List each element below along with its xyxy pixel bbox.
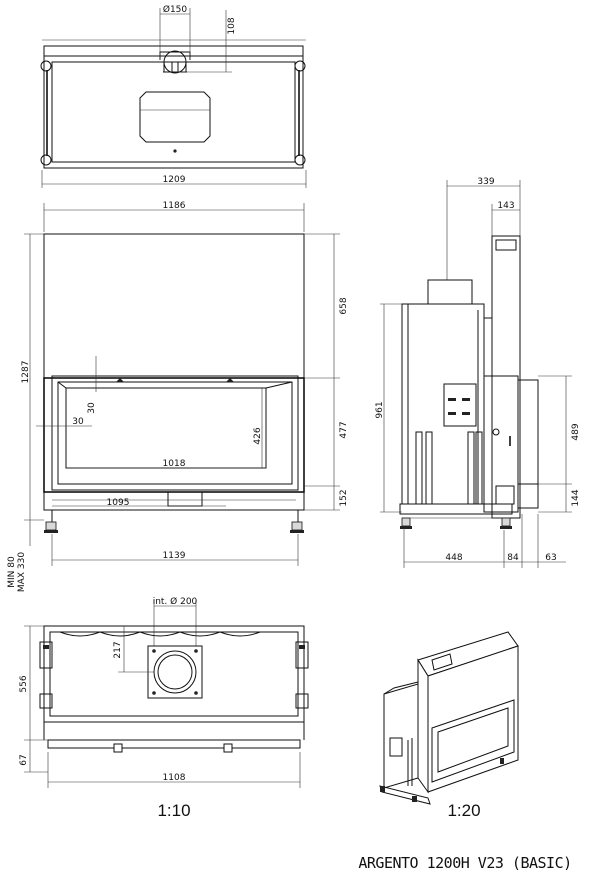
dim-top-width: 1209: [163, 175, 186, 185]
dim-opening-height: 477: [339, 421, 349, 438]
dim-flue-offset: 108: [227, 17, 237, 34]
dim-base-width: 1095: [107, 498, 130, 508]
dim-frame-thickness-side: 30: [72, 417, 84, 427]
front-view: [24, 203, 340, 566]
dim-side-opening-height: 489: [571, 423, 581, 440]
plan-view: [24, 600, 309, 788]
top-view: [40, 8, 307, 188]
dim-side-depth-3: 63: [545, 553, 556, 563]
isometric-view: [379, 631, 519, 805]
dim-feet-min: MIN 80: [7, 556, 17, 588]
dim-side-depth-2: 84: [507, 553, 519, 563]
dim-plan-offset: 217: [113, 641, 123, 658]
dim-frame-thickness: 30: [87, 402, 97, 414]
dim-plan-flue: int. Ø 200: [153, 596, 198, 607]
scale-right: 1:20: [447, 801, 480, 820]
dim-side-height: 961: [375, 401, 385, 418]
dim-feet-max: MAX 330: [17, 552, 27, 592]
dim-side-flue-depth: 143: [497, 201, 514, 211]
dim-plan-depth: 556: [19, 675, 29, 692]
dim-flue-diameter: Ø150: [163, 4, 188, 15]
dim-base-height: 152: [339, 489, 349, 506]
dim-glass-height: 426: [253, 427, 263, 444]
dim-total-height: 1287: [21, 361, 31, 384]
scale-left: 1:10: [157, 801, 190, 820]
dim-side-base-height: 144: [571, 489, 581, 506]
dim-plan-width: 1108: [163, 773, 186, 783]
side-view: [380, 180, 572, 568]
dim-front-width: 1186: [163, 201, 186, 211]
dim-plan-front: 67: [19, 754, 29, 765]
dim-foot-width: 1139: [163, 551, 186, 561]
dim-side-depth: 448: [445, 553, 462, 563]
drawing-title: ARGENTO 1200H V23 (BASIC): [358, 854, 571, 872]
dim-side-top-depth: 339: [477, 177, 494, 187]
dim-upper-height: 658: [339, 297, 349, 314]
dim-glass-width: 1018: [163, 459, 186, 469]
